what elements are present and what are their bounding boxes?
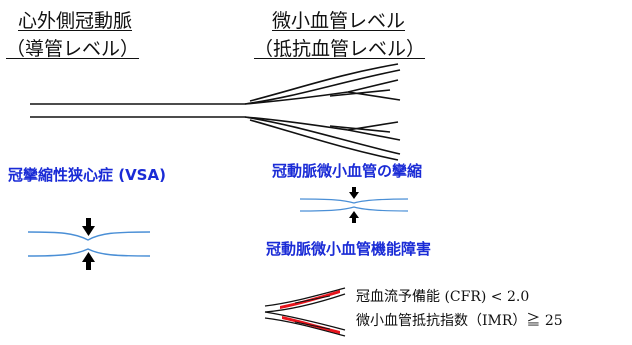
- vsa-top-arrow-icon: [82, 226, 95, 236]
- micro-spasm-icon: [299, 198, 409, 212]
- vsa-arrows: [82, 218, 95, 270]
- microvascular-title: 微小血管レベル: [272, 10, 406, 32]
- vsa-lower-wall: [27, 248, 151, 257]
- branch-lower-1: [244, 116, 399, 131]
- micro-arrows: [349, 187, 359, 223]
- micro-top-arrow-shaft: [352, 187, 356, 193]
- vsa-stenosis-icon: [27, 231, 151, 257]
- vsa-bottom-arrow-shaft: [86, 261, 91, 270]
- vsa-top-arrow-shaft: [86, 218, 91, 227]
- branch-lower-4: [329, 125, 391, 133]
- epicardial-subtitle: （導管レベル）: [6, 38, 140, 60]
- branching-vessel-icon: [30, 63, 401, 161]
- vsa-upper-wall: [27, 231, 151, 241]
- micro-bottom-arrow-icon: [349, 211, 359, 218]
- micro-bottom-arrow-shaft: [352, 217, 356, 223]
- branch-lower-3: [244, 116, 401, 155]
- branch-upper-1: [244, 69, 401, 105]
- micro-dysfunction-label: 冠動脈微小血管機能障害: [266, 240, 432, 258]
- imr-criterion: 微小血管抵抗指数（IMR）≧ 25: [356, 313, 563, 329]
- micro-spasm-label: 冠動脈微小血管の攣縮: [272, 162, 423, 180]
- micro-lower-wall: [299, 206, 409, 212]
- cfr-criterion: 冠血流予備能 (CFR) < 2.0: [356, 289, 530, 305]
- branch-lower-3b: [249, 119, 399, 161]
- branch-upper-2: [244, 79, 399, 105]
- micro-top-arrow-icon: [349, 192, 359, 199]
- branch-upper-4: [329, 89, 391, 97]
- branch-lower-2: [347, 129, 401, 141]
- micro-upper-wall: [299, 198, 409, 204]
- vsa-label: 冠攣縮性狭心症 (VSA): [8, 166, 166, 184]
- epicardial-title: 心外側冠動脈: [18, 10, 133, 32]
- vsa-bottom-arrow-icon: [82, 252, 95, 262]
- red-vessel-icon: [264, 287, 346, 337]
- microvascular-subtitle: （抵抗血管レベル）: [254, 38, 426, 60]
- branch-upper-1b: [249, 63, 399, 102]
